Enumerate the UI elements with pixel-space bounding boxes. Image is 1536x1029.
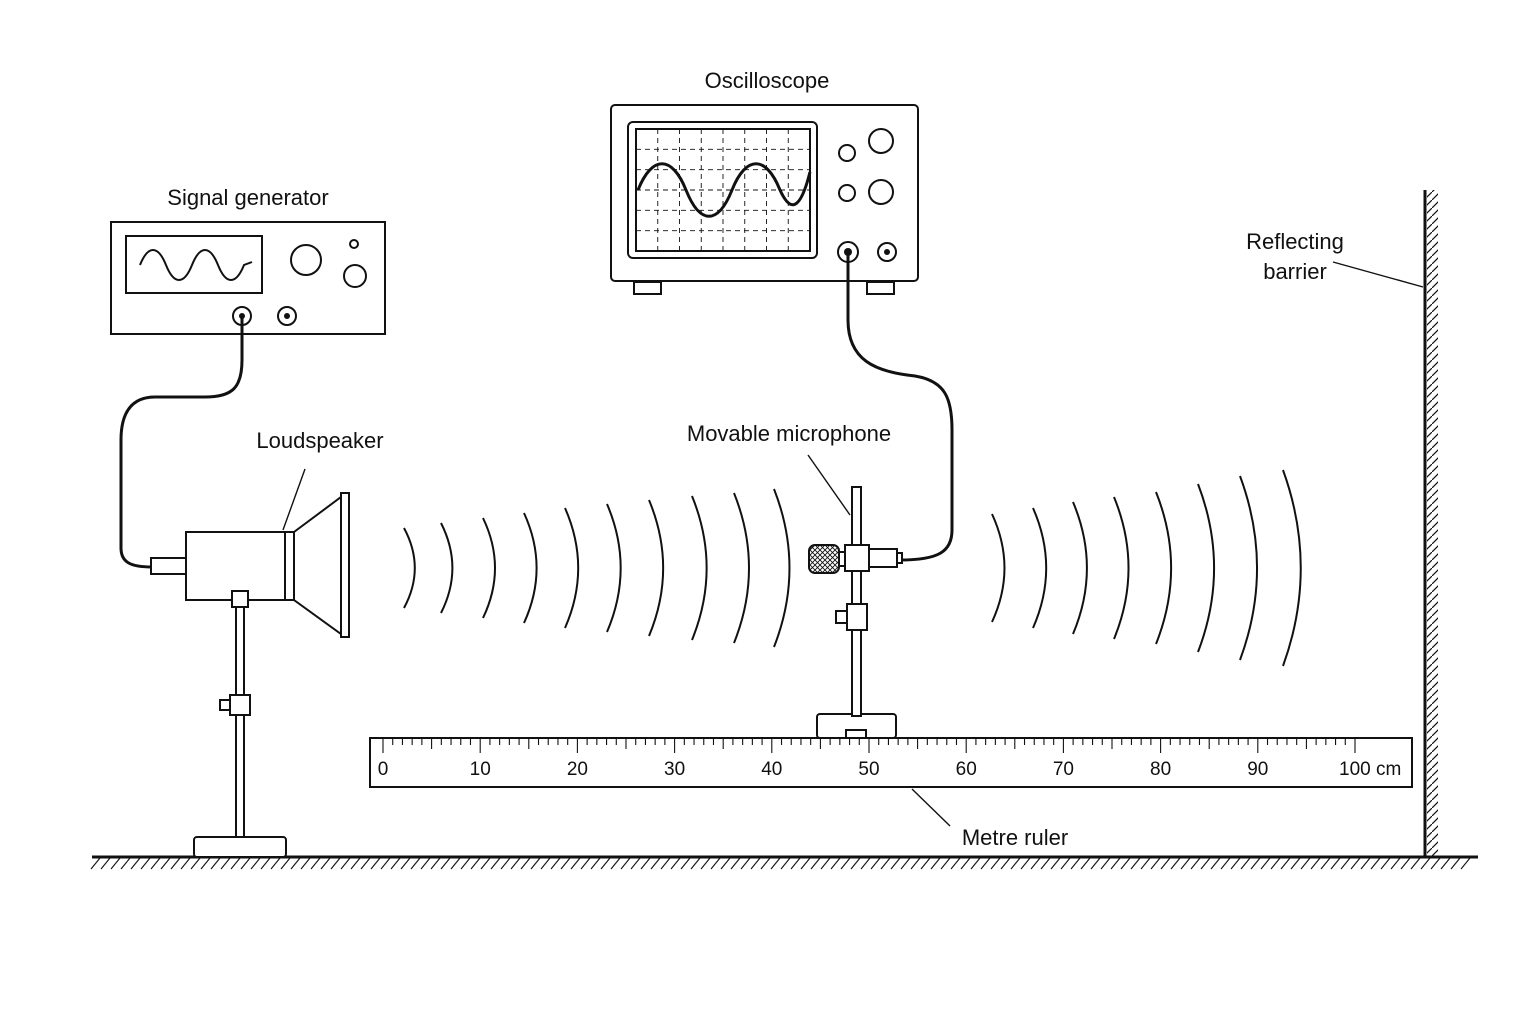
signal-generator-wave: [139, 249, 253, 281]
microphone-head: [808, 544, 840, 574]
oscilloscope-small-knob-2: [838, 184, 856, 202]
barrier-leader-line: [1332, 261, 1424, 288]
microphone-stand-clamp-screw: [835, 610, 848, 624]
label-signal-generator: Signal generator: [167, 185, 328, 210]
label-movable-microphone: Movable microphone: [687, 421, 891, 446]
label-reflecting-barrier-line2: barrier: [1263, 259, 1327, 284]
loudspeaker-leader-line: [282, 468, 306, 531]
wavefront-arc: [648, 499, 665, 637]
oscilloscope-small-knob-1: [838, 144, 856, 162]
oscilloscope-large-knob-1: [868, 128, 894, 154]
oscilloscope: [610, 104, 919, 295]
signal-generator: [110, 221, 386, 335]
wavefront-arc: [564, 507, 580, 629]
signal-cable: [119, 316, 244, 569]
stand-clamp: [229, 694, 251, 716]
wavefront-arc: [440, 522, 454, 614]
wavefront-arc: [773, 488, 791, 648]
metre-ruler: 0 10 20 30 40 50 60 70 80 90 100 cm: [369, 737, 1413, 788]
ruler-tick-label: 20: [567, 759, 588, 780]
ruler-leader-line: [911, 788, 951, 827]
ruler-tick-label: 50: [858, 759, 879, 780]
loudspeaker-rim: [340, 492, 350, 638]
oscilloscope-trace: [636, 162, 812, 218]
wavefront-arc: [1155, 491, 1173, 645]
label-loudspeaker: Loudspeaker: [256, 428, 383, 453]
wavefront-arc: [482, 517, 496, 619]
microphone-stand-clamp: [846, 603, 868, 631]
microphone-leader-line: [807, 454, 851, 516]
stand-clamp-screw: [219, 699, 231, 711]
wavefront-arc: [991, 513, 1006, 623]
ruler-tick-label: 30: [664, 759, 685, 780]
microphone-body: [868, 548, 898, 568]
wavefront-arc: [1113, 496, 1130, 640]
loudspeaker-cone: [293, 495, 342, 636]
oscilloscope-large-knob-2: [868, 179, 894, 205]
signal-generator-knob: [343, 264, 367, 288]
ruler-tick-label: 40: [761, 759, 782, 780]
ruler-tick-label: 60: [956, 759, 977, 780]
oscilloscope-foot-right: [866, 281, 895, 295]
ruler-tick-label: 0: [378, 759, 389, 780]
metre-ruler-body: [369, 737, 1413, 788]
loudspeaker: [150, 492, 350, 638]
signal-generator-socket: [277, 306, 297, 326]
microphone-stand-rod: [851, 486, 862, 717]
ground: [90, 855, 1478, 870]
microphone-stand: [816, 486, 897, 739]
loudspeaker-connector: [150, 557, 188, 575]
loudspeaker-stand: [193, 590, 287, 858]
stand-clamp-top: [231, 590, 249, 608]
oscilloscope-socket: [877, 242, 897, 262]
signal-generator-display: [125, 235, 263, 294]
microphone-holder: [844, 544, 870, 572]
ruler-tick-label: 80: [1150, 759, 1171, 780]
ruler-ticks: [382, 739, 1356, 753]
ruler-tick-label: 100 cm: [1339, 759, 1401, 780]
reflecting-barrier: [1423, 190, 1438, 857]
ruler-tick-label: 90: [1247, 759, 1268, 780]
microphone-cable: [846, 252, 954, 562]
wavefront-arc: [606, 503, 622, 633]
movable-microphone[interactable]: [808, 544, 903, 574]
label-oscilloscope: Oscilloscope: [705, 68, 830, 93]
wavefront-arc: [1072, 501, 1088, 635]
oscilloscope-foot-left: [633, 281, 662, 295]
loudspeaker-body: [185, 531, 286, 601]
wavefront-arc: [691, 495, 708, 641]
signal-generator-indicator: [349, 239, 359, 249]
wavefront-arc: [403, 527, 416, 609]
wavefront-arc: [1032, 507, 1048, 629]
ruler-tick-label: 70: [1053, 759, 1074, 780]
wavefront-arc: [1282, 469, 1302, 667]
ruler-labels: 0 10 20 30 40 50 60 70 80 90 100 cm: [378, 759, 1402, 780]
label-metre-ruler: Metre ruler: [962, 825, 1068, 850]
wavefront-arc: [733, 492, 750, 644]
signal-generator-large-knob: [290, 244, 322, 276]
wavefront-arc: [1239, 475, 1259, 661]
wavefront-arc: [1197, 483, 1216, 653]
label-reflecting-barrier-line1: Reflecting: [1246, 229, 1344, 254]
sound-wavefronts: [403, 469, 1302, 667]
ruler-tick-label: 10: [470, 759, 491, 780]
stand-base: [193, 836, 287, 858]
wavefront-arc: [523, 512, 538, 624]
